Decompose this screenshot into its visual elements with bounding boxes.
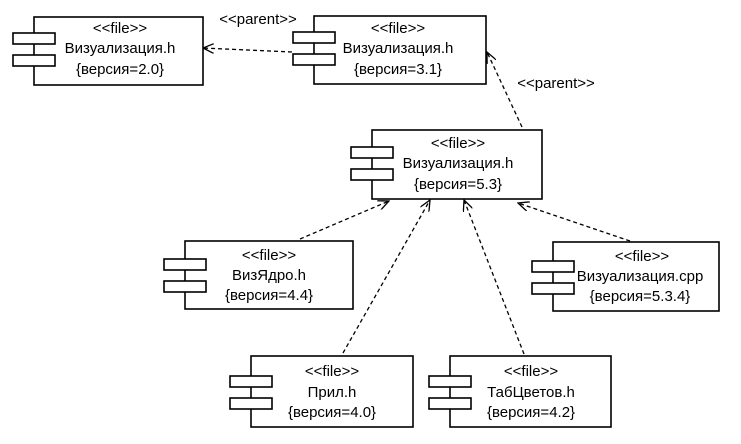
component-vizualizaciya-h-2-0[interactable]: <<file>> Визуализация.h {версия=2.0}	[12, 16, 204, 86]
component-tab-top	[350, 146, 394, 159]
stereotype: <<file>>	[431, 135, 485, 152]
component-vizualizaciya-cpp[interactable]: <<file>> Визуализация.cpp {версия=5.3.4}	[531, 241, 720, 312]
edge-cpp-to-vizualizaciya	[518, 203, 631, 242]
component-tab-top	[163, 258, 207, 271]
component-name: ТабЦветов.h	[487, 384, 575, 401]
component-vizualizaciya-h-3-1[interactable]: <<file>> Визуализация.h {версия=3.1}	[292, 15, 487, 85]
component-tab-top	[428, 375, 472, 388]
component-vizyadro-h[interactable]: <<file>> ВизЯдро.h {версия=4.4}	[163, 240, 354, 310]
component-tab-top	[229, 375, 273, 388]
component-name: Визуализация.h	[343, 40, 454, 57]
component-tab-bottom	[531, 282, 575, 295]
component-version: {версия=4.0}	[288, 404, 376, 421]
edge-label-parent-top: <<parent>>	[219, 11, 297, 28]
component-pril-h[interactable]: <<file>> Прил.h {версия=4.0}	[229, 355, 414, 428]
component-tab-bottom	[163, 280, 207, 293]
edge-tabcvetov-to-vizualizaciya	[464, 200, 525, 355]
component-version: {версия=4.2}	[487, 404, 575, 421]
edges	[203, 48, 631, 355]
edge-pril-to-vizualizaciya	[342, 200, 430, 354]
component-name: ВизЯдро.h	[232, 267, 306, 284]
component-tab-bottom	[12, 54, 56, 67]
stereotype: <<file>>	[615, 248, 669, 265]
component-name: Визуализация.cpp	[577, 268, 704, 285]
component-version: {версия=3.1}	[354, 61, 442, 78]
component-tab-bottom	[229, 397, 273, 410]
edge-label-parent-right: <<parent>>	[517, 75, 595, 92]
component-vizualizaciya-h-5-3[interactable]: <<file>> Визуализация.h {версия=5.3}	[350, 129, 543, 200]
component-version: {версия=4.4}	[225, 287, 313, 304]
component-name: Визуализация.h	[403, 155, 514, 172]
stereotype: <<file>>	[242, 247, 296, 264]
component-tab-bottom	[350, 168, 394, 181]
component-tabcvetov-h[interactable]: <<file>> ТабЦветов.h {версия=4.2}	[428, 355, 612, 428]
component-tab-bottom	[428, 397, 472, 410]
component-name: Прил.h	[308, 384, 357, 401]
component-tab-top	[292, 31, 336, 44]
component-tab-top	[531, 260, 575, 273]
component-tab-bottom	[292, 53, 336, 66]
component-version: {версия=5.3.4}	[590, 288, 691, 305]
component-version: {версия=5.3}	[414, 176, 502, 193]
stereotype: <<file>>	[504, 363, 558, 380]
component-version: {версия=2.0}	[76, 61, 164, 78]
stereotype: <<file>>	[305, 363, 359, 380]
stereotype: <<file>>	[93, 20, 147, 37]
component-tab-top	[12, 32, 56, 45]
edge-vizyadro-to-vizualizaciya	[299, 201, 389, 240]
component-name: Визуализация.h	[65, 40, 176, 57]
edge-parent-3-1-to-2-0	[203, 48, 293, 52]
stereotype: <<file>>	[371, 20, 425, 37]
